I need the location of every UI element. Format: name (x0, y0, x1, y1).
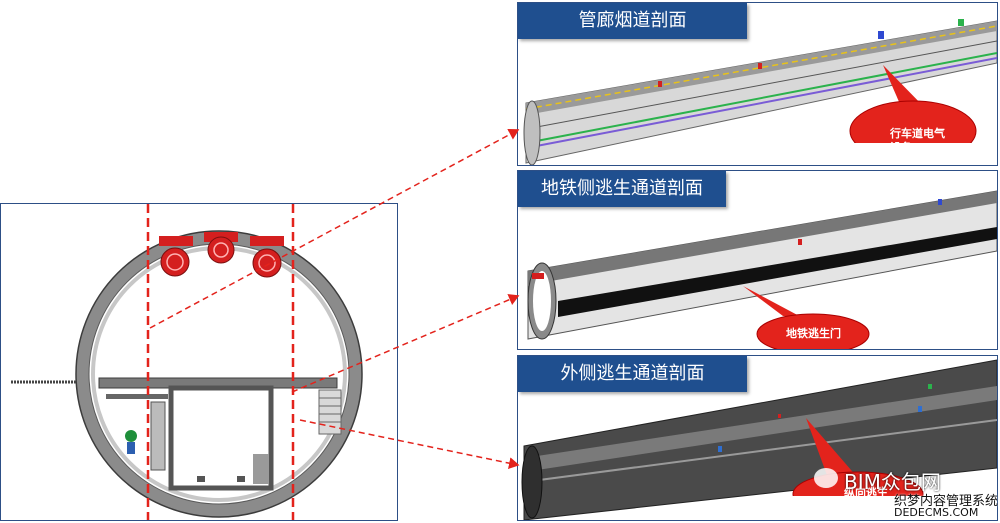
panel-gallery-smoke-section: 管廊烟道剖面 行车道电气 设备 (517, 2, 998, 166)
panel-title: 地铁侧逃生通道剖面 (518, 171, 726, 207)
tunnel-cross-section (11, 204, 363, 520)
panel-title: 管廊烟道剖面 (518, 3, 747, 39)
callout-label-3: 纵向逃生 (844, 486, 888, 499)
watermark-line3: DEDECMS.COM (894, 506, 979, 519)
watermark: BIM众包网 织梦内容管理系统 DEDECMS.COM (810, 464, 1000, 523)
cross-section-frame (0, 203, 398, 521)
panel-outer-escape-section: 外侧逃生通道剖面 纵向逃生 (517, 355, 998, 521)
stair-right (318, 389, 342, 435)
panel-title: 外侧逃生通道剖面 (518, 356, 747, 392)
fan-right (250, 236, 284, 278)
callout-label-1: 行车道电气 设备 (890, 127, 945, 154)
callout-label-2: 地铁逃生门 (786, 327, 841, 340)
callout-bubble-1 (849, 65, 977, 143)
callout-bubble-2 (743, 286, 870, 349)
watermark-line2: 织梦内容管理系统 (894, 494, 999, 509)
panel-metro-escape-section: 地铁侧逃生通道剖面 地铁逃生门 (517, 170, 998, 350)
tunnel-render-1 (523, 19, 997, 165)
wechat-icon (814, 468, 838, 488)
tunnel-render-2 (527, 190, 997, 340)
watermark-brand: BIM众包网 (844, 470, 941, 494)
